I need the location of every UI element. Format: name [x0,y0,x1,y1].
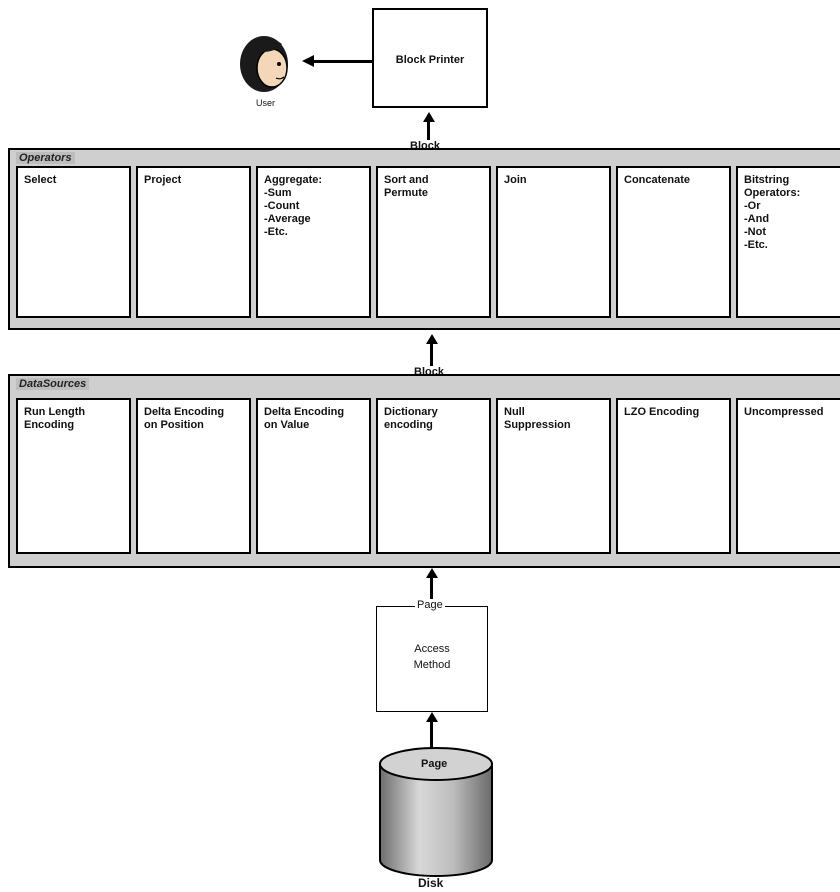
datasource-null-suppression: Null Suppression [496,398,611,554]
datasource-dictionary: Dictionary encoding [376,398,491,554]
datasources-title: DataSources [16,378,90,390]
datasource-run-length: Run Length Encoding [16,398,131,554]
disk-to-access-arrowhead [426,712,438,722]
operators-band: Operators Select Project Aggregate: -Sum… [8,148,840,330]
operators-to-printer-line [427,118,430,148]
operator-bitstring: Bitstring Operators: -Or -And -Not -Etc. [736,166,840,318]
disk-label: Disk [418,876,444,890]
block-printer-box: Block Printer [372,8,488,108]
datasource-delta-position: Delta Encoding on Position [136,398,251,554]
operators-to-printer-arrowhead [423,112,435,122]
datasources-band: DataSources Run Length Encoding Delta En… [8,374,840,568]
access-method-box: Page Access Method [376,599,488,712]
disk-to-access-line [430,720,433,764]
operator-project: Project [136,166,251,318]
operators-cells: Select Project Aggregate: -Sum -Count -A… [16,166,840,318]
operator-select: Select [16,166,131,318]
datasource-uncompressed: Uncompressed [736,398,840,554]
datasources-to-operators-arrowhead [426,334,438,344]
user-label: User [256,98,276,108]
operator-sort-permute: Sort and Permute [376,166,491,318]
user-icon [240,36,288,92]
operator-concatenate: Concatenate [616,166,731,318]
printer-to-user-arrowhead [302,55,314,67]
operators-title: Operators [16,152,75,164]
operator-join: Join [496,166,611,318]
printer-to-user-line [312,60,372,63]
page-label-disk: Page [421,758,448,770]
access-method-label: Access Method [413,643,451,671]
datasource-delta-value: Delta Encoding on Value [256,398,371,554]
page-label-access: Page [415,599,445,611]
access-to-datasources-arrowhead [426,568,438,578]
disk-cylinder [379,747,493,877]
access-to-datasources-line [430,574,433,606]
datasources-to-operators-line [430,340,433,370]
datasource-lzo: LZO Encoding [616,398,731,554]
block-printer-label: Block Printer [395,54,465,66]
datasources-cells: Run Length Encoding Delta Encoding on Po… [16,398,840,554]
operator-aggregate: Aggregate: -Sum -Count -Average -Etc. [256,166,371,318]
